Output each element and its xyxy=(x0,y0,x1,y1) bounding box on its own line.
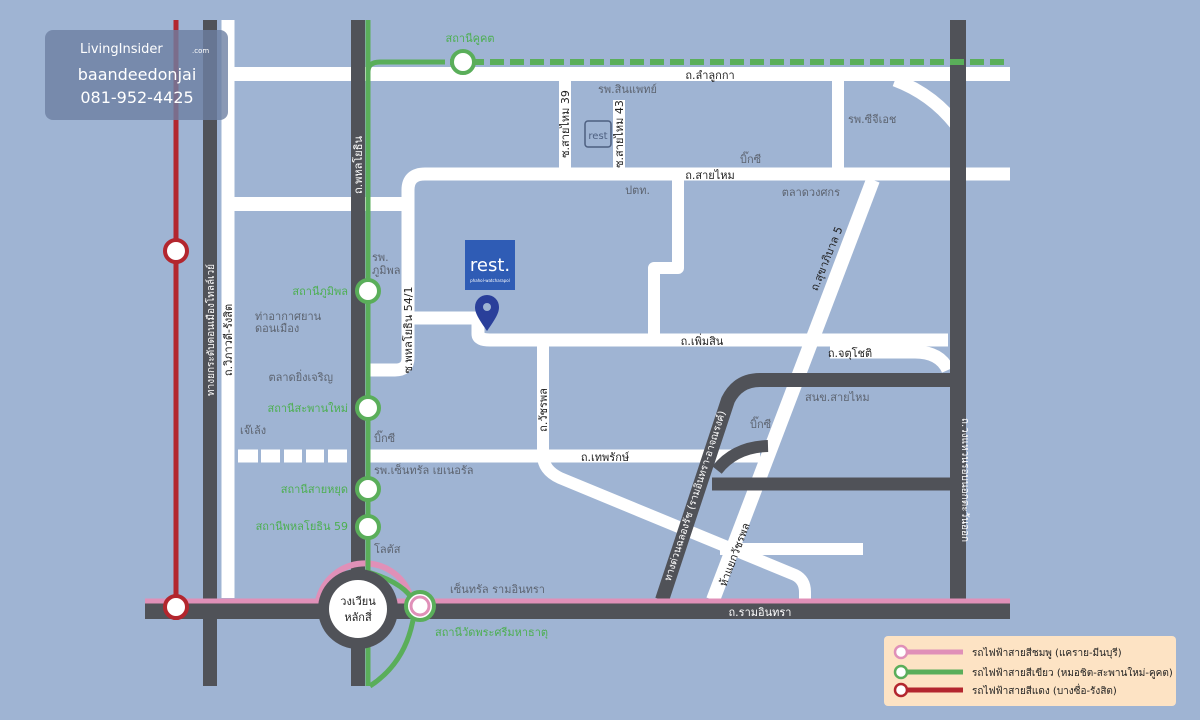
airport: ท่าอากาศยาน xyxy=(255,310,322,323)
map-label: ตลาดยิ่งเจริญ xyxy=(268,369,333,384)
map-label: ถ.วงแหวนรอบนอกตะวันออก xyxy=(959,418,970,542)
map-label: ดอนเมือง xyxy=(255,322,299,335)
map-label: ทางด่วนฉลองรัช (รามอินทรา-อาจณรงค์) xyxy=(662,409,729,582)
map-label: ถ.พหลโยธิน xyxy=(351,136,365,194)
red-station xyxy=(163,238,189,264)
map-label: โลตัส xyxy=(374,542,401,556)
map-label: เจ๊เล้ง xyxy=(240,424,266,437)
map-label: ซ.พหลโยธิน 54/1 xyxy=(401,287,415,374)
map-label: รถไฟฟ้าสายสีแดง (บางซื่อ-รังสิต) xyxy=(972,683,1117,697)
roundabout: วงเวียน หลักสี่ xyxy=(318,569,398,649)
legend-item-pink: รถไฟฟ้าสายสีชมพู (แคราย-มีนบุรี) xyxy=(893,644,1122,660)
map-label: ถ.รามอินทรา xyxy=(729,606,792,619)
map-label: phahol-watcharapol xyxy=(470,278,510,283)
red-station xyxy=(163,594,189,620)
map-label: สถานีสายหยุด xyxy=(281,483,348,496)
map-label: บิ๊กซี xyxy=(750,416,772,431)
legend: รถไฟฟ้าสายสีชมพู (แคราย-มีนบุรี) รถไฟฟ้า… xyxy=(884,636,1176,706)
map-label: .com xyxy=(192,47,209,55)
map-label: สถานีสะพานใหม่ xyxy=(267,402,348,415)
map-label: ถ.ลำลูกกา xyxy=(685,69,734,82)
map-label: สนข.สายไหม xyxy=(805,391,870,404)
station-saiyud xyxy=(355,476,381,502)
map-label: สถานีคูคต xyxy=(446,32,495,45)
pink-arc xyxy=(315,560,413,602)
legend-item-red: รถไฟฟ้าสายสีแดง (บางซื่อ-รังสิต) xyxy=(893,682,1117,698)
stations: สถานีคูคต สถานีภูมิพล สถานีสะพานใหม่ สถา… xyxy=(163,32,548,639)
map-label: ซ.สายไหม 39 xyxy=(559,90,572,158)
map-label: rest. xyxy=(470,255,510,276)
map-label: รพ.เซ็นทรัล เยเนอรัล xyxy=(374,463,474,477)
bigc-saimai: บิ๊กซี xyxy=(740,151,762,166)
legend-item-green: รถไฟฟ้าสายสีเขียว (หมอชิต-สะพานใหม่-คูคต… xyxy=(893,664,1173,680)
map-label: รถไฟฟ้าสายสีเขียว (หมอชิต-สะพานใหม่-คูคต… xyxy=(972,667,1173,679)
station-saphanmai xyxy=(355,395,381,421)
map-label: ทางยกระดับดอนเมืองโทลล์เวย์ xyxy=(204,264,217,396)
map-label: ถ.จตุโชติ xyxy=(828,346,872,360)
station-phahon59 xyxy=(355,514,381,540)
map-label: baandeedonjai xyxy=(78,65,197,84)
map-label: บิ๊กซี xyxy=(374,430,396,445)
map-label: ซ.สายไหม 43 xyxy=(613,100,626,168)
map-label: รถไฟฟ้าสายสีชมพู (แคราย-มีนบุรี) xyxy=(972,647,1122,659)
project-marker: rest. phahol-watcharapol xyxy=(465,240,515,331)
map-label: รพ. xyxy=(372,251,389,264)
map-label: เซ็นทรัล รามอินทรา xyxy=(450,582,545,596)
roundabout-label: วงเวียน xyxy=(340,595,376,608)
map-label: ตลาดวงศกร xyxy=(782,186,840,199)
gas-station: ปตท. xyxy=(625,184,650,197)
station-bhumibol xyxy=(355,278,381,304)
map-label: ภูมิพล xyxy=(372,264,401,277)
map-label: ถ.เพิ่มสิน xyxy=(681,333,724,348)
rest-small-logo: rest xyxy=(588,131,607,142)
map-label: ถ.วิภาวดี-รังสิต xyxy=(222,304,235,376)
map-label: สถานีวัดพระศรีมหาธาตุ xyxy=(435,626,548,639)
hospital-cgh: รพ.ซีจีเอช xyxy=(848,113,896,126)
watermark: LivingInsider .com baandeedonjai 081-952… xyxy=(45,30,228,120)
map-label: ถ.เทพรักษ์ xyxy=(581,451,630,464)
map-label: ถ.สายไหม xyxy=(685,169,735,182)
map-label: ถ.วัชรพล xyxy=(537,388,550,432)
map-label: LivingInsider xyxy=(80,42,163,57)
map-label: 081-952-4425 xyxy=(80,88,193,107)
location-pin-icon xyxy=(475,295,499,331)
station-khukhot xyxy=(450,49,476,75)
roundabout-label: หลักสี่ xyxy=(344,609,372,624)
hospital-sinphaet: รพ.สินแพทย์ xyxy=(598,83,657,96)
map-label: สถานีพหลโยธิน 59 xyxy=(256,519,348,533)
map-label: สถานีภูมิพล xyxy=(292,285,348,298)
rest-logo xyxy=(465,240,515,290)
points-of-interest: รพ.สินแพทย์ รพ.ซีจีเอช บิ๊กซี ปตท. ตลาดว… xyxy=(240,83,896,596)
